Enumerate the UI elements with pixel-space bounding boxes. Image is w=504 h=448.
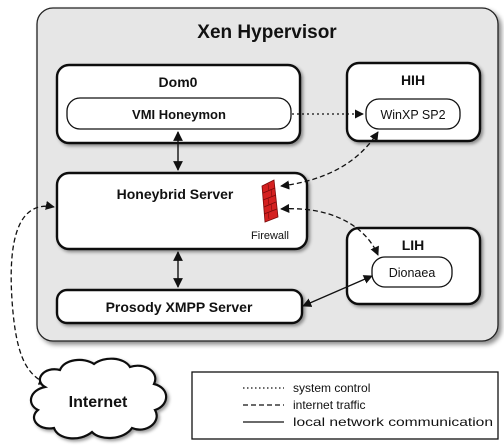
legend-label-system-control: system control [293,381,370,395]
honeybrid-winxp-connector [280,131,379,190]
xen-hypervisor-title: Xen Hypervisor [197,22,337,43]
xmpp-server-box [55,288,304,325]
dom0-label: Dom0 [159,74,198,90]
winxp-box [365,98,461,130]
honeybrid-server-label: Honeybrid Server [117,186,234,202]
internet-cloud-icon [29,357,168,440]
hih-label: HIH [401,72,425,88]
firewall-icon [261,179,279,223]
xmpp-dionaea-connector [302,275,373,307]
legend-label-internet-traffic: internet traffic [293,398,365,412]
vmi-honeymon-box [66,97,292,130]
honeybrid-internet-connector [10,200,55,385]
internet-label: Internet [69,394,128,411]
firewall-label: Firewall [251,230,289,242]
legend-label-local-network: local network communication [293,415,493,429]
dionaea-label: Dionaea [389,266,436,280]
xmpp-server-label: Prosody XMPP Server [106,299,253,315]
vmi-honeymon-label: VMI Honeymon [132,107,226,122]
lih-label: LIH [402,237,425,253]
winxp-label: WinXP SP2 [380,108,445,122]
dionaea-box [371,256,453,288]
